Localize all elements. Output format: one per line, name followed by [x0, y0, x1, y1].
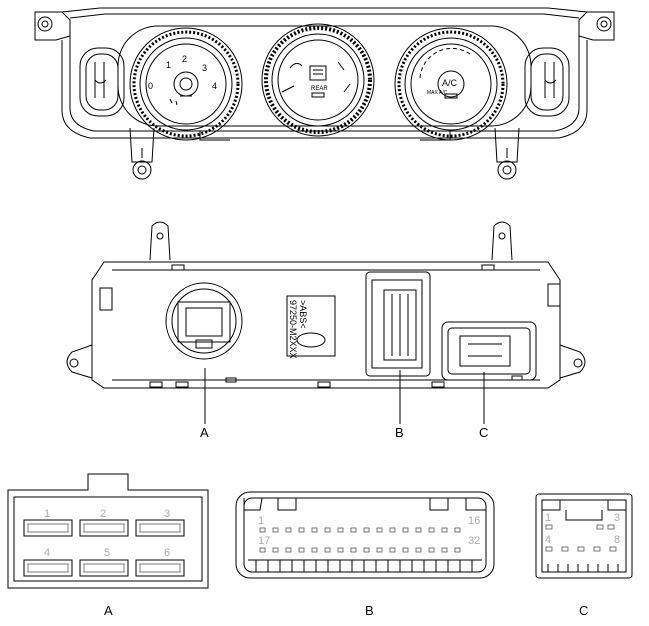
conn-b-pin-16: 16 [468, 515, 481, 527]
callout-c: C [479, 425, 489, 440]
conn-a-pin-4: 4 [44, 547, 51, 559]
conn-c-pin-8: 8 [614, 534, 621, 546]
callout-b: B [395, 425, 404, 440]
connector-c-label: C [579, 603, 589, 618]
fan-scale-3: 3 [202, 63, 207, 73]
sticker-text: >ABS< 97250-M2XXX [288, 300, 308, 359]
ac-button-label: A/C [442, 78, 458, 88]
connector-b-face [235, 491, 495, 579]
connector-a-face [7, 473, 209, 589]
connector-a-label: A [104, 603, 113, 618]
conn-b-pin-17: 17 [258, 535, 271, 547]
conn-b-pin-1: 1 [258, 515, 265, 527]
fan-speed-knob [129, 27, 243, 141]
conn-b-pin-32: 32 [468, 535, 481, 547]
conn-c-pin-1: 1 [545, 512, 552, 524]
conn-a-pin-2: 2 [100, 508, 107, 520]
fan-scale-1: 1 [166, 60, 171, 70]
rear-button-label: REAR [311, 86, 328, 92]
control-panel-rear [66, 221, 586, 424]
conn-a-pin-5: 5 [104, 547, 111, 559]
connector-b-pins [259, 527, 461, 553]
conn-a-pin-1: 1 [44, 508, 51, 520]
fan-scale-4: 4 [212, 81, 217, 91]
connector-c-face [535, 493, 633, 579]
mode-knob [261, 23, 375, 137]
conn-a-pin-3: 3 [164, 508, 171, 520]
callout-a: A [200, 425, 209, 440]
fan-scale-2: 2 [182, 54, 187, 64]
conn-c-pin-3: 3 [614, 512, 621, 524]
max-ac-label: MAX A/C [427, 90, 448, 96]
conn-c-pin-4: 4 [545, 534, 552, 546]
temperature-knob [394, 27, 508, 141]
sticker-line-2: 97250-M2XXX [288, 300, 298, 359]
fan-scale-0: 0 [148, 81, 153, 91]
sticker-line-1: >ABS< [298, 300, 308, 329]
connector-b-label: B [365, 603, 374, 618]
conn-a-pin-6: 6 [164, 547, 171, 559]
